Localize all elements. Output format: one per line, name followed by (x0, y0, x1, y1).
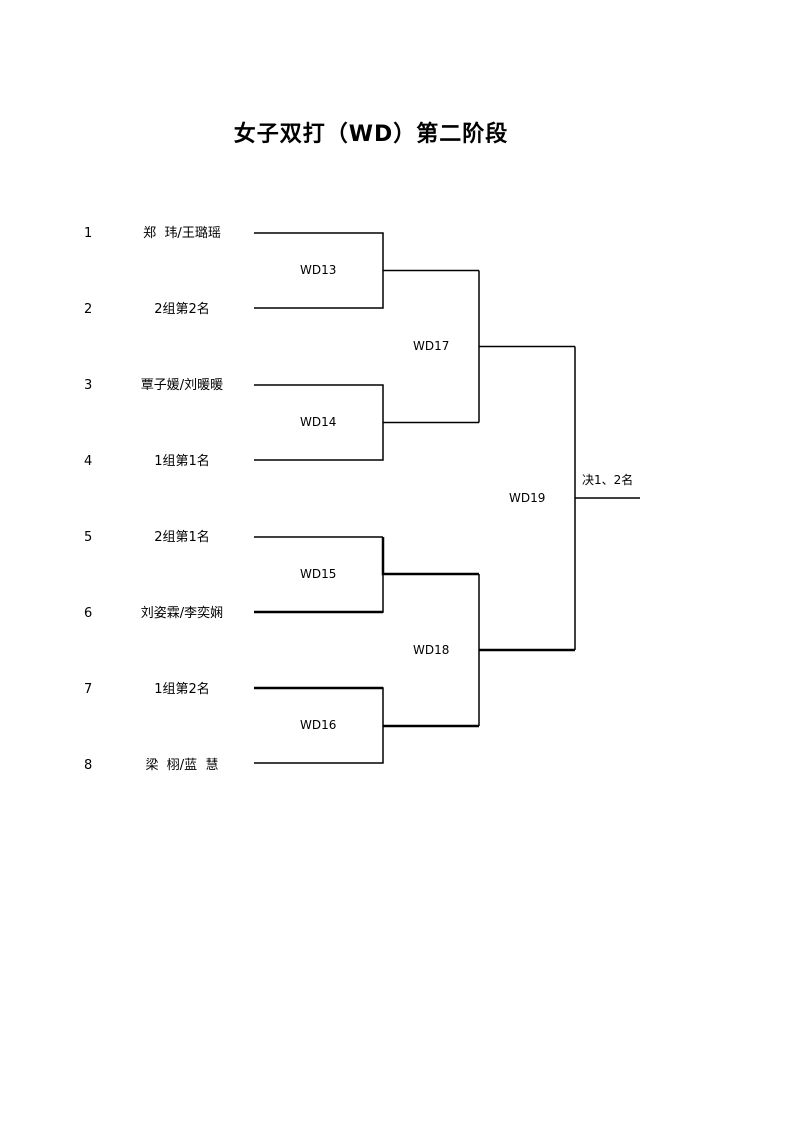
match-label-wd13: WD13 (300, 263, 337, 277)
final-placement-label: 决1、2名 (582, 473, 634, 487)
match-label-wd15: WD15 (300, 567, 337, 581)
bracket-line-wd14 (254, 384, 479, 461)
seed-number: 3 (84, 378, 93, 393)
seed-number: 1 (84, 226, 93, 241)
player-pair: 郑 玮/王璐瑶 (143, 226, 221, 241)
player-pair: 覃子媛/刘暖暖 (140, 378, 224, 393)
seed-number: 8 (84, 758, 93, 773)
player-pair: 梁 栩/蓝 慧 (145, 758, 219, 773)
player-pair: 刘姿霖/李奕娴 (140, 606, 224, 621)
player-pair: 2组第2名 (154, 302, 210, 317)
bracket-line-bold (254, 686, 479, 728)
match-label-wd18: WD18 (413, 643, 450, 657)
seed-number: 6 (84, 606, 93, 621)
seed-number: 7 (84, 682, 93, 697)
player-pair: 2组第1名 (154, 530, 210, 545)
bracket-line-bold (381, 537, 479, 576)
player-pair: 1组第1名 (154, 454, 210, 469)
match-label-wd16: WD16 (300, 718, 337, 732)
seed-number: 4 (84, 454, 93, 469)
match-label-wd14: WD14 (300, 415, 337, 429)
bracket-line-wd13 (254, 232, 479, 309)
match-label-wd17: WD17 (413, 339, 450, 353)
match-label-wd19: WD19 (509, 491, 546, 505)
player-pair: 1组第2名 (154, 682, 210, 697)
bracket-line-wd19 (574, 346, 640, 650)
seed-number: 5 (84, 530, 93, 545)
seed-number: 2 (84, 302, 93, 317)
page-title: 女子双打（WD）第二阶段 (233, 122, 509, 147)
bracket-line-wd17 (478, 270, 575, 423)
